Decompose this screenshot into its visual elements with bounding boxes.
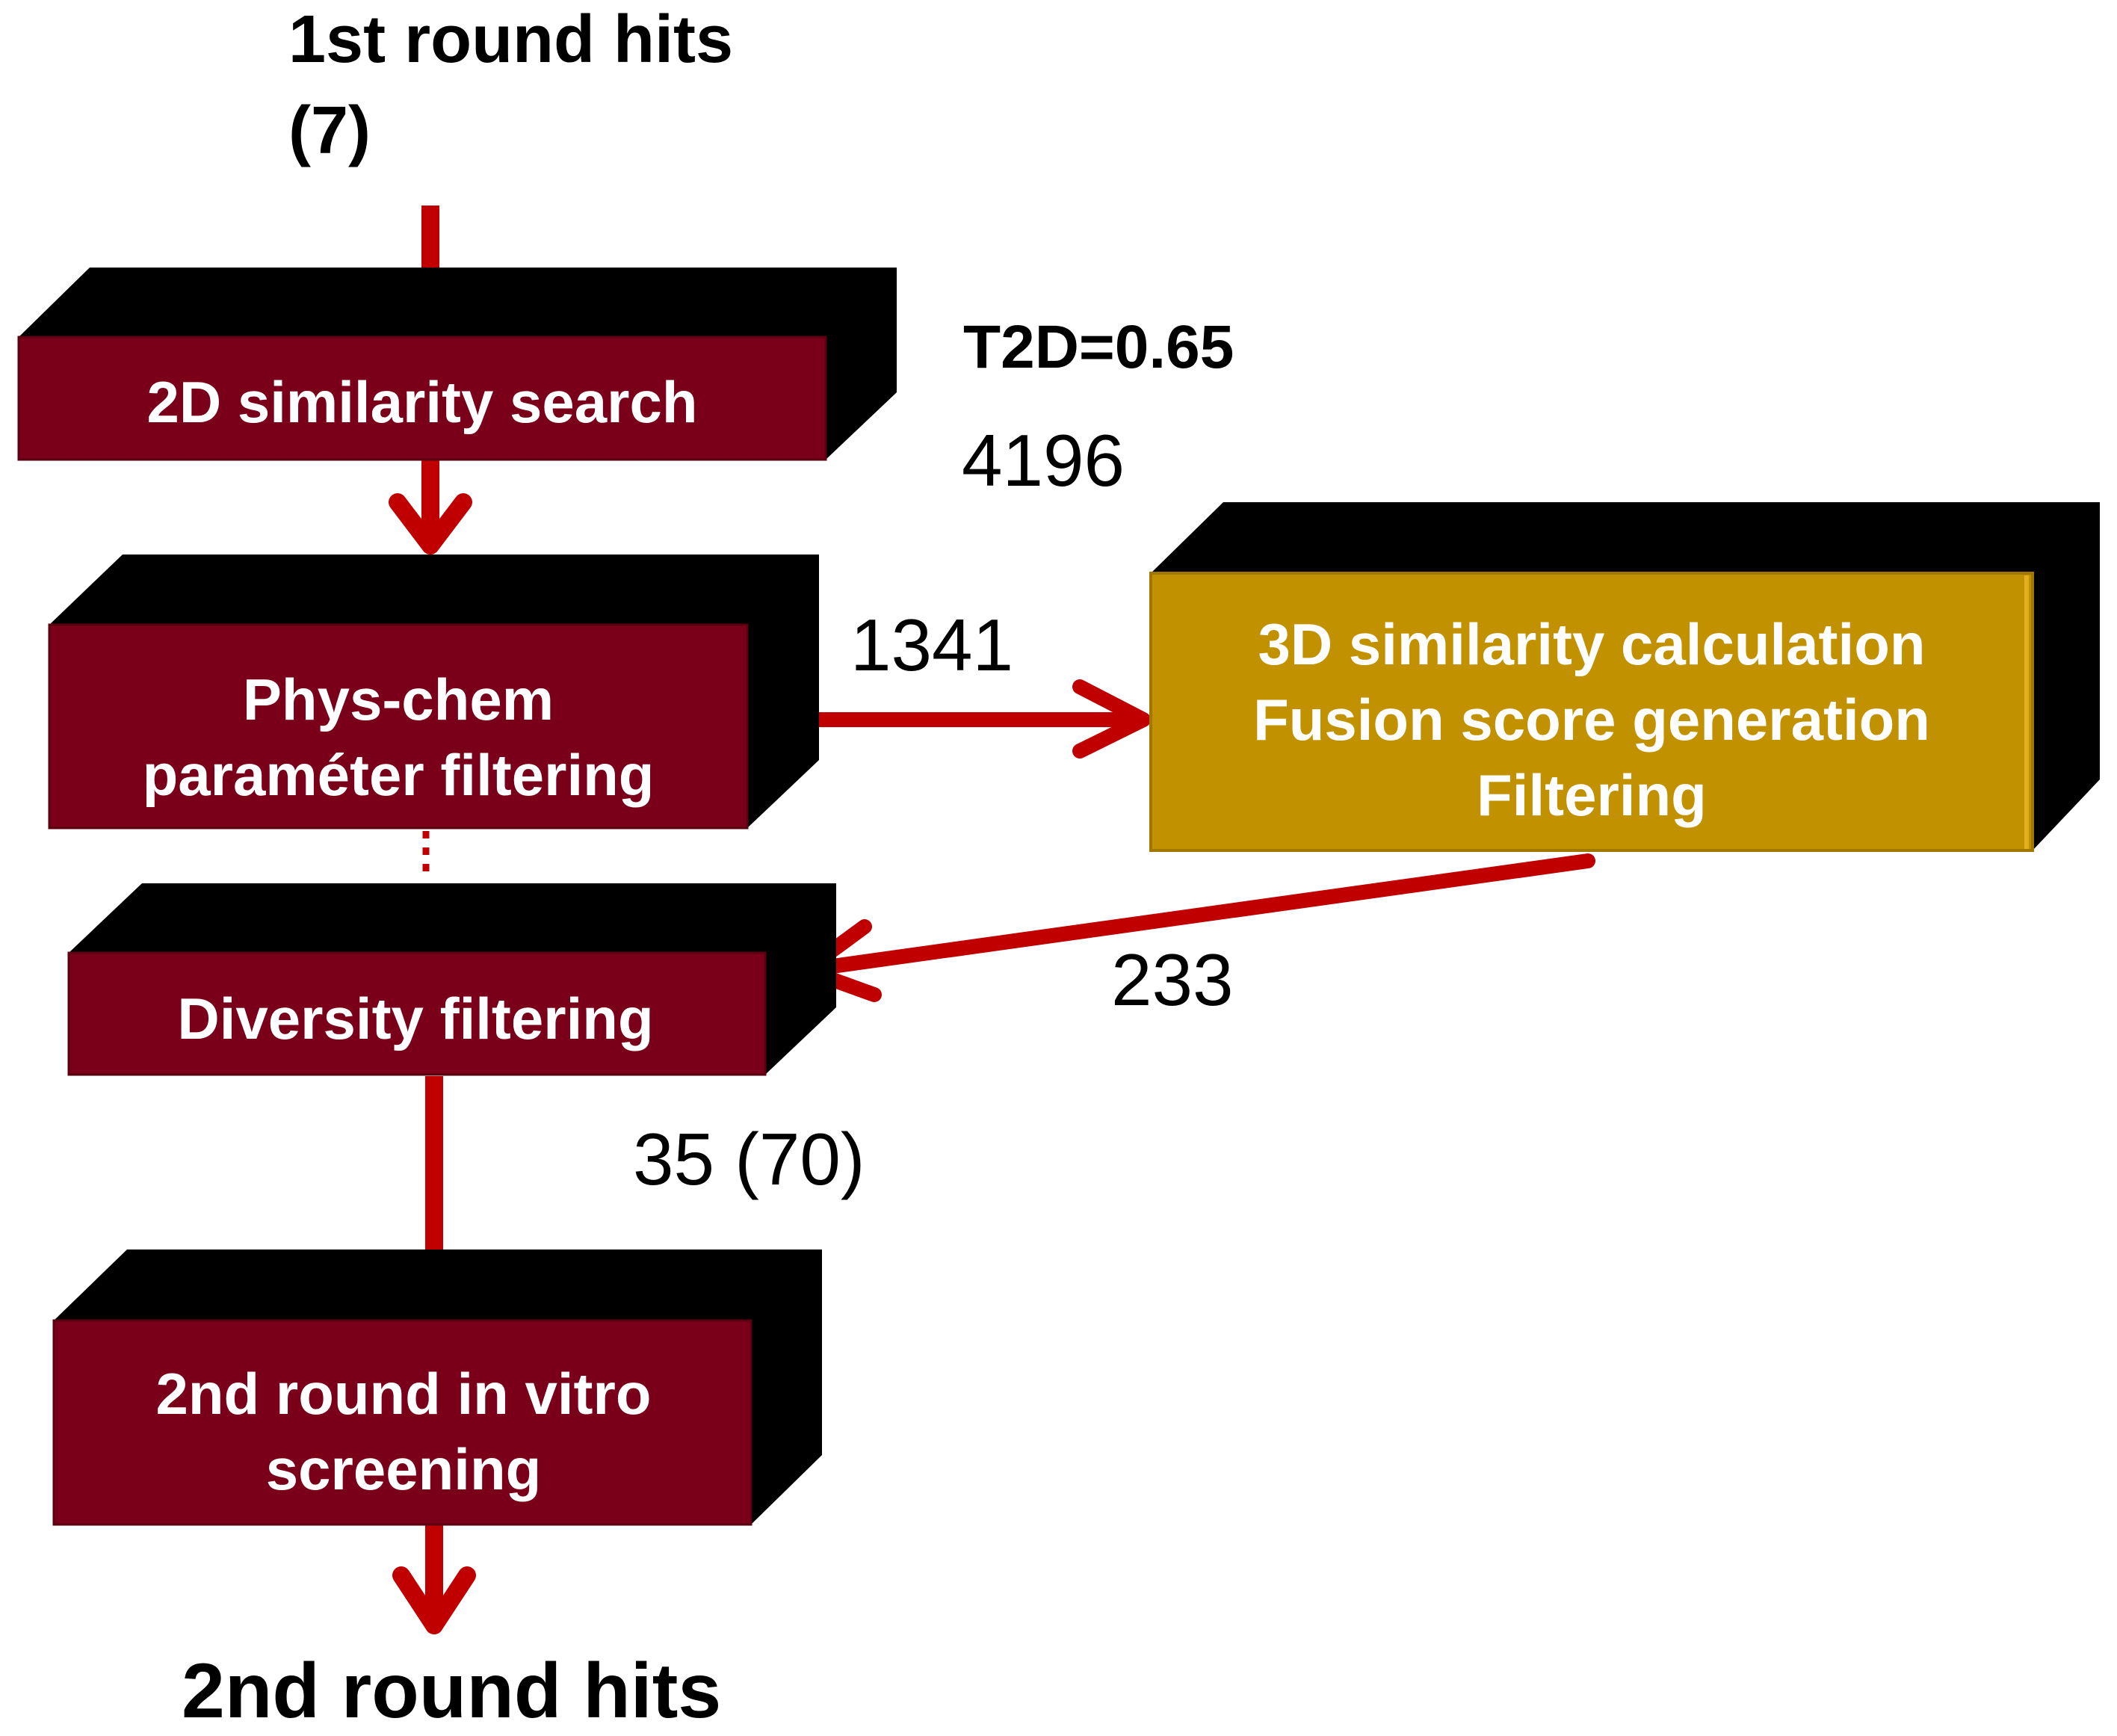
count-after-diversity: 35 (70) bbox=[633, 1118, 865, 1200]
count-after-physchem: 1341 bbox=[850, 604, 1013, 686]
step-face bbox=[1149, 572, 2034, 852]
step-label-line2: screening bbox=[266, 1436, 541, 1502]
sim2d-to-physchem-arrowhead bbox=[389, 493, 472, 555]
step-label-line1: Phys-chem bbox=[243, 667, 554, 732]
step-extrusion bbox=[54, 1250, 822, 1525]
step-label-line2: paraméter filtering bbox=[143, 742, 655, 808]
vitro-to-output-arrowhead bbox=[392, 1566, 476, 1634]
step-label: 2D similarity search bbox=[146, 369, 697, 435]
connectors bbox=[389, 206, 1595, 1634]
input-title-line1: 1st round hits bbox=[288, 2, 733, 77]
step-2d-similarity-search: 2D similarity search bbox=[17, 268, 897, 461]
step-in-vitro-screening: 2nd round in vitro screening bbox=[52, 1250, 822, 1526]
physchem-to-sim3d-arrowhead bbox=[1072, 679, 1151, 759]
step-physchem-filtering: Phys-chem paraméter filtering bbox=[48, 555, 819, 830]
sim3d-to-diversity-arrow bbox=[798, 853, 1595, 977]
count-after-3d: 233 bbox=[1111, 939, 1234, 1021]
count-after-2d: 4196 bbox=[962, 419, 1125, 501]
step-extrusion bbox=[19, 268, 897, 460]
step-extrusion bbox=[69, 883, 836, 1075]
step-extrusion bbox=[49, 555, 819, 828]
step-face bbox=[17, 336, 827, 461]
step-label-line1: 3D similarity calculation bbox=[1258, 611, 1925, 677]
step-face bbox=[48, 623, 749, 830]
input-title-line2: (7) bbox=[288, 93, 371, 168]
step-face bbox=[52, 1319, 752, 1526]
step-3d-similarity: 3D similarity calculation Fusion score g… bbox=[1149, 502, 2100, 852]
step-diversity-filtering: Diversity filtering bbox=[67, 883, 836, 1076]
step-face bbox=[67, 951, 767, 1076]
output-title: 2nd round hits bbox=[182, 1648, 721, 1735]
step-label: Diversity filtering bbox=[177, 986, 653, 1051]
threshold-label: T2D=0.65 bbox=[963, 313, 1234, 381]
step-label-line1: 2nd round in vitro bbox=[156, 1361, 652, 1427]
step-label-line3: Filtering bbox=[1477, 762, 1707, 828]
step-label-line2: Fusion score generation bbox=[1253, 687, 1930, 753]
